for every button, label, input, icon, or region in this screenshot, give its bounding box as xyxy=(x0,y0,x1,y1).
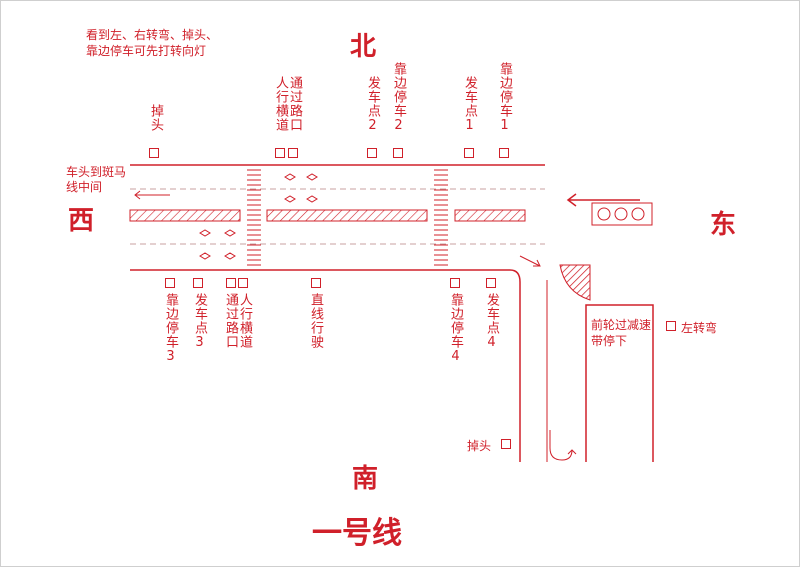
label-pull-over-1: 靠边停车1 xyxy=(497,62,512,134)
label-start-point-1: 发车点1 xyxy=(462,76,477,134)
crosswalk-east xyxy=(434,169,448,266)
label-start-point-3: 发车点3 xyxy=(192,293,207,351)
marker-start-point-1 xyxy=(464,148,474,158)
marker-crossing-intersection-north xyxy=(288,148,298,158)
marker-pull-over-2 xyxy=(393,148,403,158)
compass-south: 南 xyxy=(352,464,379,494)
marker-uturn-2 xyxy=(501,439,511,449)
crosswalk-west xyxy=(247,169,261,266)
marker-start-point-2 xyxy=(367,148,377,158)
label-crossing-intersection-south: 通过路口 xyxy=(223,293,238,349)
label-uturn-2: 掉头 xyxy=(467,439,492,453)
diamond-markings xyxy=(199,173,318,260)
label-pull-over-2: 靠边停车2 xyxy=(391,62,406,134)
compass-east: 东 xyxy=(710,210,737,240)
label-zebra-midline: 车头到斑马线中间 xyxy=(66,165,127,194)
turn-arrow xyxy=(519,255,541,267)
turn-signal-note-line1: 看到左、右转弯、掉头、 xyxy=(86,28,219,42)
corner-island xyxy=(559,264,591,301)
marker-crosswalk-north xyxy=(275,148,285,158)
uturn-arrow xyxy=(549,430,577,461)
marker-uturn-1 xyxy=(149,148,159,158)
label-crosswalk-north: 人行横道 xyxy=(273,76,288,132)
lane-dashes xyxy=(130,188,545,245)
marker-pull-over-3 xyxy=(165,278,175,288)
marker-crossing-intersection-south xyxy=(226,278,236,288)
label-crosswalk-south: 人行横道 xyxy=(237,293,252,349)
compass-north: 北 xyxy=(350,32,377,62)
page-title: 一号线 xyxy=(312,516,402,551)
label-left-turn: 左转弯 xyxy=(681,321,718,335)
marker-pull-over-4 xyxy=(450,278,460,288)
median-hatched xyxy=(129,209,526,222)
traffic-light xyxy=(591,202,653,226)
compass-west: 西 xyxy=(68,206,95,236)
east-arrow xyxy=(566,193,640,207)
label-start-point-2: 发车点2 xyxy=(365,76,380,134)
label-front-wheel-speed-bump: 前轮过减速带停下 xyxy=(591,318,652,348)
marker-left-turn xyxy=(666,321,676,331)
marker-crosswalk-south xyxy=(238,278,248,288)
label-uturn-1: 掉头 xyxy=(148,104,163,132)
turn-signal-note-line2: 靠边停车可先打转向灯 xyxy=(86,44,207,58)
label-pull-over-3: 靠边停车3 xyxy=(163,293,178,365)
stop-line-arrow xyxy=(134,190,170,200)
marker-start-point-3 xyxy=(193,278,203,288)
side-road-box xyxy=(585,304,654,462)
label-pull-over-4: 靠边停车4 xyxy=(448,293,463,365)
marker-straight-driving xyxy=(311,278,321,288)
marker-pull-over-1 xyxy=(499,148,509,158)
label-start-point-4: 发车点4 xyxy=(484,293,499,351)
label-crossing-intersection-north: 通过路口 xyxy=(287,76,302,132)
label-straight-driving: 直线行驶 xyxy=(308,293,323,349)
south-road-edge xyxy=(130,269,521,462)
marker-start-point-4 xyxy=(486,278,496,288)
